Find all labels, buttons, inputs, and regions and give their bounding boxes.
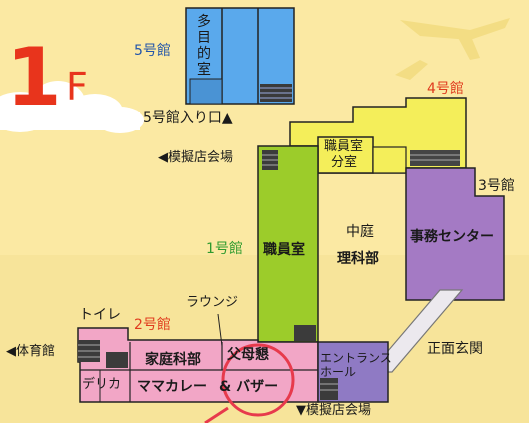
building-2-label: 2号館: [134, 317, 171, 333]
room-shokuinshitsu-bunshitsu-line1: 職員室: [324, 139, 364, 154]
room-mamacurry: ママカレー: [137, 379, 207, 395]
building-5-label: 5号館: [134, 43, 171, 59]
marker-gym: ◀体育館: [6, 344, 55, 359]
room-entrance-line2: ホール: [320, 365, 357, 379]
building-4-label: 4号館: [427, 81, 464, 97]
room-jimu-center: 事務センター: [410, 229, 494, 245]
building-1-label: 1号館: [206, 241, 243, 257]
floor-suffix: F: [66, 65, 88, 109]
room-tamokuteki: 多目的室: [197, 14, 211, 78]
room-bazaar: & バザー: [219, 379, 279, 395]
room-rikabu: 理科部: [337, 251, 379, 267]
room-lounge: ラウンジ: [186, 295, 239, 310]
room-shokuinshitsu-bunshitsu-line2: 分室: [331, 155, 358, 170]
entrance-hall: [317, 341, 389, 403]
room-kateika: 家庭科部: [145, 352, 201, 368]
stairs-b5: [260, 84, 292, 102]
marker-mogiten-south: ▼模擬店会場: [296, 403, 371, 418]
lounge-leader: [217, 313, 223, 347]
highlight-pointer: [204, 406, 229, 423]
room-fubokon: 父母懇: [227, 347, 269, 363]
building-1: [257, 145, 319, 343]
walkway: [368, 289, 464, 373]
airplane-icon: [395, 18, 510, 80]
room-deli: デリカ: [82, 377, 122, 392]
room-entrance-line1: エントランス: [320, 351, 392, 365]
area-shomen-genkan: 正面玄関: [427, 341, 483, 357]
room-shokuinshitsu: 職員室: [263, 242, 305, 258]
marker-b5-entrance: 5号館入り口▲: [143, 110, 233, 126]
cloud-decoration: [0, 81, 144, 133]
highlight-circle: [221, 343, 295, 417]
area-nakaniwa: 中庭: [346, 224, 374, 240]
floor-number: 1: [6, 31, 62, 124]
room-toilet: トイレ: [79, 307, 121, 323]
building-3: [405, 167, 505, 301]
building-5: [185, 7, 295, 105]
marker-mogiten-west: ◀模擬店会場: [158, 150, 233, 165]
building-3-label: 3号館: [478, 178, 515, 194]
